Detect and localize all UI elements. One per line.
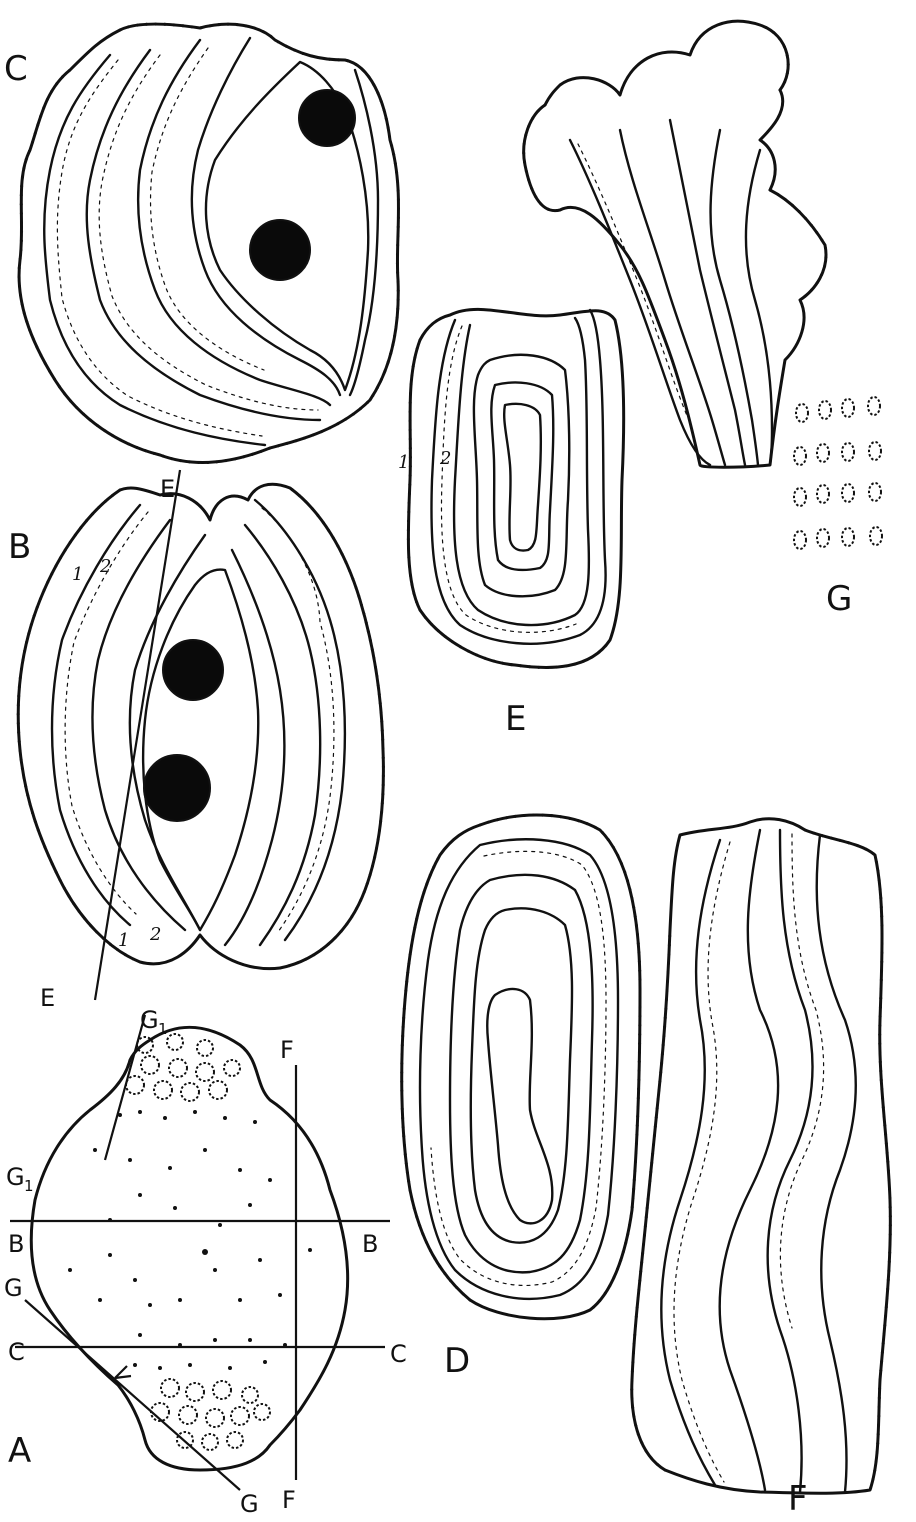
panel-label-b: B xyxy=(8,527,31,567)
layer-number: 1 xyxy=(72,564,83,585)
section-label-g3-sub: 1 xyxy=(24,1177,34,1195)
panel-c-drawing xyxy=(19,24,398,462)
panel-label-f: F xyxy=(788,1479,808,1519)
panel-label-e: E xyxy=(505,699,526,739)
section-label-g1: G xyxy=(140,1006,159,1034)
layer-number: 2 xyxy=(149,924,161,945)
nucleus xyxy=(144,755,210,821)
panel-g-drawing xyxy=(524,21,882,549)
panel-label-a: A xyxy=(8,1431,31,1471)
panel-d-drawing xyxy=(402,815,640,1319)
panel-label-d: D xyxy=(444,1341,470,1381)
section-label-g-left: G xyxy=(4,1274,23,1302)
section-label-c-left: C xyxy=(8,1338,25,1366)
nucleus xyxy=(250,220,310,280)
layer-number: 1 xyxy=(118,930,129,951)
panel-a-drawing xyxy=(10,470,390,1490)
section-label-g-bottom: G xyxy=(240,1490,259,1518)
panel-f-drawing xyxy=(632,819,891,1494)
arrow-icon xyxy=(115,1366,131,1378)
panel-b-drawing xyxy=(18,484,383,968)
section-label-b-right: B xyxy=(362,1230,378,1258)
layer-number: 1 xyxy=(398,452,409,473)
section-label-e-bottom: E xyxy=(40,984,55,1012)
section-label-b-left: B xyxy=(8,1230,24,1258)
section-label-e-top: E xyxy=(160,475,175,503)
section-line-g1 xyxy=(105,1015,145,1160)
section-label-g1-sub: 1 xyxy=(158,1020,168,1038)
section-label-g3: G xyxy=(6,1163,25,1191)
panel-e-drawing xyxy=(408,309,623,667)
layer-number: 2 xyxy=(99,556,111,577)
section-line-g xyxy=(25,1300,240,1490)
section-label-f-bottom: F xyxy=(282,1486,296,1514)
nucleus xyxy=(163,640,223,700)
nucleus xyxy=(299,90,355,146)
section-label-c-right: C xyxy=(390,1340,407,1368)
scattered-dots xyxy=(68,1110,312,1370)
panel-label-g: G xyxy=(826,579,852,619)
layer-number: 2 xyxy=(439,448,451,469)
panel-label-c: C xyxy=(4,49,28,89)
lamellar-cross-sections xyxy=(126,1034,270,1450)
section-label-f-top: F xyxy=(280,1036,294,1064)
lamellar-grid xyxy=(794,397,882,549)
